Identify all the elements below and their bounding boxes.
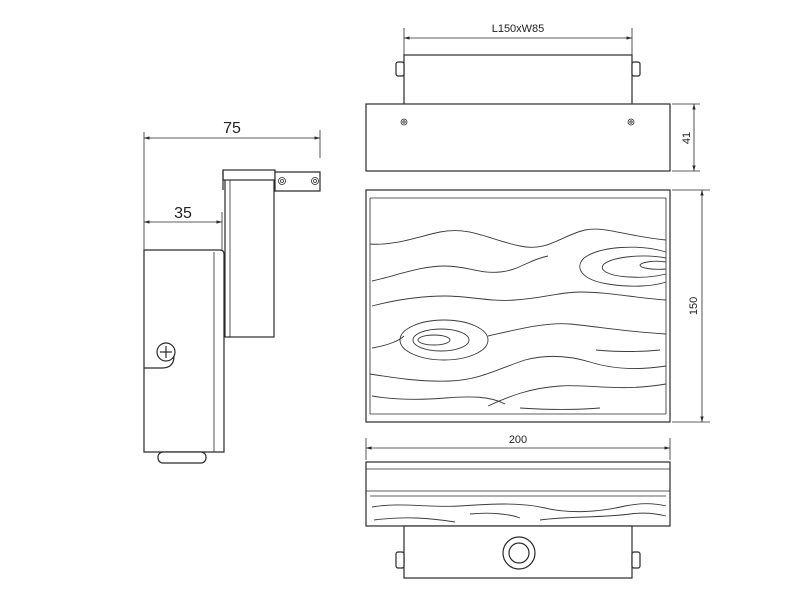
top-back-bracket	[403, 54, 633, 106]
top-view: L150xW85 41	[365, 23, 700, 172]
dimension-35: 35	[144, 205, 223, 250]
side-lamp-body	[143, 249, 225, 464]
bottom-cap	[157, 451, 207, 464]
bottom-view: 200	[365, 434, 671, 579]
bracket-screw-icon	[311, 177, 319, 185]
wood-knot-right	[579, 246, 667, 287]
dimension-150: 150	[672, 189, 710, 423]
side-view: 75 35	[143, 120, 321, 464]
dimension-35-label: 35	[174, 205, 192, 222]
side-mounting-bracket	[222, 169, 321, 192]
bottom-wood-plate	[365, 461, 671, 527]
side-back-plate	[224, 172, 275, 338]
dimension-41-label: 41	[681, 132, 693, 144]
dimension-200: 200	[365, 434, 671, 460]
dimension-150-label: 150	[688, 297, 700, 315]
adjust-knob-icon	[502, 536, 536, 570]
dimension-200-label: 200	[509, 434, 527, 446]
front-wood-panel	[365, 189, 671, 423]
wood-knot-left	[399, 319, 489, 361]
bracket-screw-icon	[278, 177, 286, 185]
wood-grain-pattern	[369, 228, 667, 410]
adjust-screw-icon	[156, 342, 176, 362]
top-main-plate	[365, 103, 671, 172]
top-screw-icon	[627, 118, 635, 126]
dimension-75-label: 75	[223, 120, 241, 137]
dimension-l150xw85-label: L150xW85	[492, 23, 545, 35]
top-screw-icon	[400, 118, 408, 126]
dimension-41: 41	[672, 103, 700, 172]
dimension-75: 75	[143, 120, 321, 250]
front-view: 150	[365, 189, 710, 423]
